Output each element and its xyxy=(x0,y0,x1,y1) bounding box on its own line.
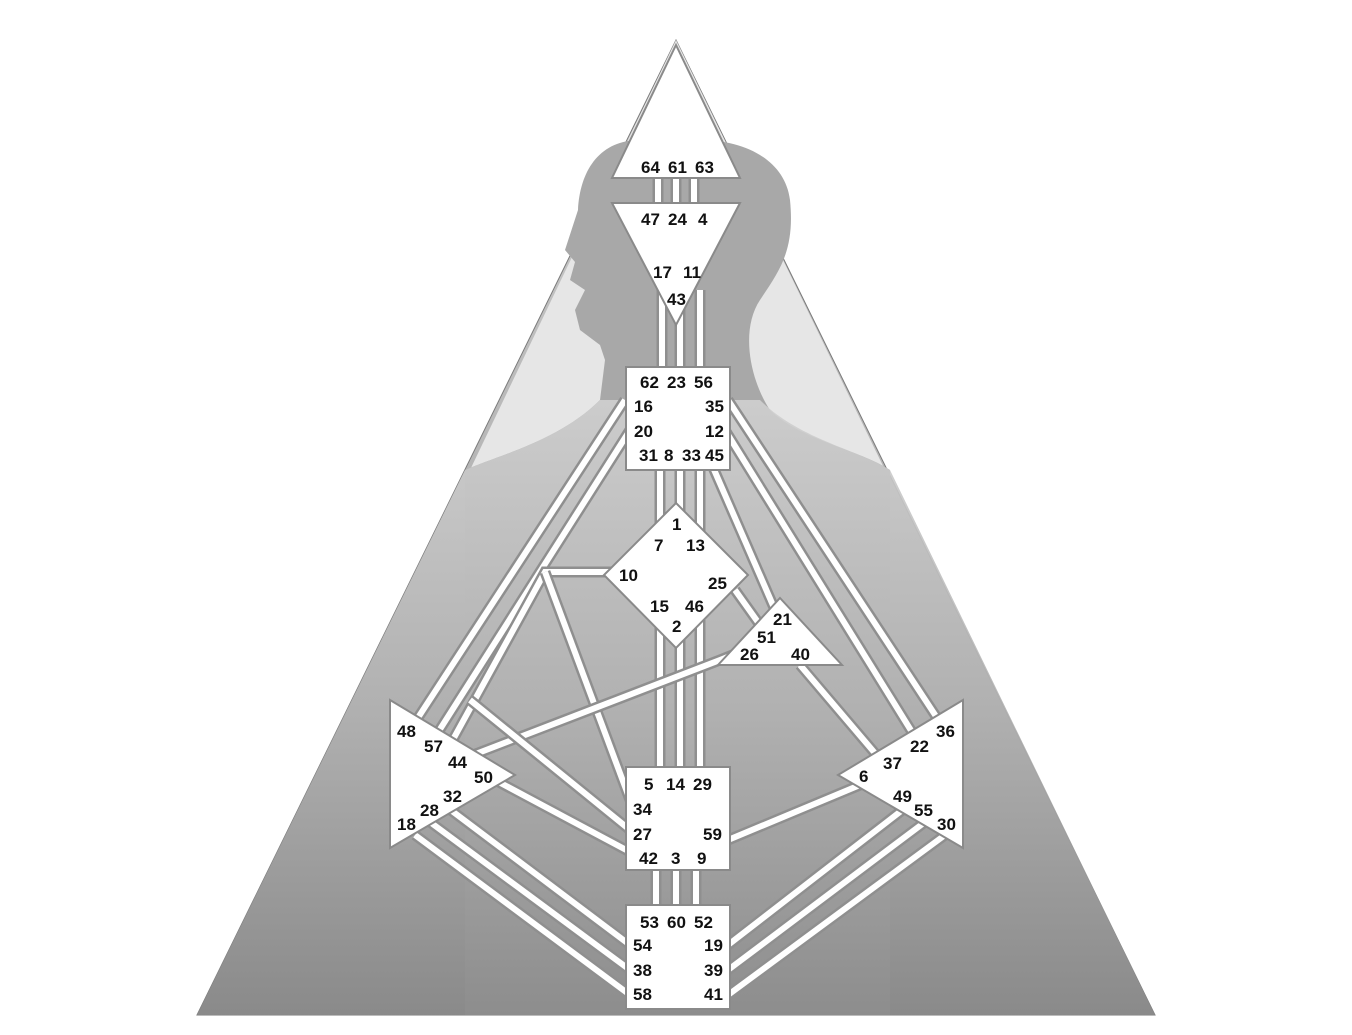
gate-label: 18 xyxy=(397,815,416,834)
gate-label: 55 xyxy=(914,801,933,820)
gate-label: 19 xyxy=(704,936,723,955)
gate-label: 26 xyxy=(740,645,759,664)
gate-label: 41 xyxy=(704,985,723,1004)
gate-label: 42 xyxy=(639,849,658,868)
gate-label: 15 xyxy=(650,597,669,616)
heart-center xyxy=(715,596,845,666)
head-gates: 64 61 63 xyxy=(641,158,714,177)
gate-label: 1 xyxy=(672,515,681,534)
ajna-gates: 47 24 4 17 11 43 xyxy=(641,210,708,309)
gate-label: 63 xyxy=(695,158,714,177)
channels xyxy=(405,178,950,1000)
gate-label: 38 xyxy=(633,961,652,980)
gate-label: 54 xyxy=(633,936,652,955)
gate-label: 62 xyxy=(640,373,659,392)
gate-label: 59 xyxy=(703,825,722,844)
g-center-gates: 1 7 13 10 25 15 46 2 xyxy=(619,515,727,636)
gate-label: 36 xyxy=(936,722,955,741)
gate-label: 37 xyxy=(883,754,902,773)
gate-label: 10 xyxy=(619,566,638,585)
gate-label: 2 xyxy=(672,617,681,636)
ajna-center xyxy=(610,202,742,328)
gate-label: 24 xyxy=(668,210,687,229)
solar-plexus-center xyxy=(836,698,964,850)
throat-center xyxy=(625,366,731,471)
gate-label: 7 xyxy=(654,536,663,555)
gate-label: 21 xyxy=(773,610,792,629)
spleen-gates: 48 57 44 50 32 28 18 xyxy=(397,722,493,834)
gate-label: 9 xyxy=(697,849,706,868)
gate-label: 31 xyxy=(639,446,658,465)
gate-label: 4 xyxy=(698,210,708,229)
gate-label: 45 xyxy=(705,446,724,465)
gate-label: 29 xyxy=(693,775,712,794)
gate-label: 5 xyxy=(644,775,653,794)
gate-label: 46 xyxy=(685,597,704,616)
gate-label: 47 xyxy=(641,210,660,229)
gate-label: 30 xyxy=(937,815,956,834)
root-gates: 53 60 52 54 19 38 39 58 41 xyxy=(633,913,723,1004)
throat-gates: 62 23 56 16 35 20 12 31 8 33 45 xyxy=(634,373,724,465)
gate-label: 58 xyxy=(633,985,652,1004)
gate-label: 23 xyxy=(667,373,686,392)
gate-label: 35 xyxy=(705,397,724,416)
gate-label: 11 xyxy=(683,263,701,282)
sacral-center xyxy=(625,766,731,871)
gate-label: 20 xyxy=(634,422,653,441)
gate-label: 34 xyxy=(633,800,652,819)
gate-label: 28 xyxy=(420,801,439,820)
gate-label: 27 xyxy=(633,825,652,844)
gate-label: 33 xyxy=(682,446,701,465)
gate-label: 22 xyxy=(910,737,929,756)
gate-label: 57 xyxy=(424,737,443,756)
gate-label: 14 xyxy=(666,775,685,794)
gate-label: 64 xyxy=(641,158,660,177)
spleen-center xyxy=(389,698,517,850)
gate-label: 16 xyxy=(634,397,653,416)
gate-label: 61 xyxy=(668,158,687,177)
gate-label: 40 xyxy=(791,645,810,664)
gate-label: 52 xyxy=(694,913,713,932)
gate-label: 48 xyxy=(397,722,416,741)
gate-label: 53 xyxy=(640,913,659,932)
head-center xyxy=(610,42,742,179)
gate-label: 60 xyxy=(667,913,686,932)
gate-label: 6 xyxy=(859,767,868,786)
gate-label: 17 xyxy=(653,263,672,282)
gate-label: 25 xyxy=(708,574,727,593)
gate-label: 51 xyxy=(757,628,776,647)
gate-label: 39 xyxy=(704,961,723,980)
gate-label: 44 xyxy=(448,753,467,772)
gate-label: 56 xyxy=(694,373,713,392)
root-center xyxy=(625,904,731,1010)
gate-label: 13 xyxy=(686,536,705,555)
gate-label: 12 xyxy=(705,422,724,441)
gate-label: 49 xyxy=(893,787,912,806)
gate-label: 3 xyxy=(671,849,680,868)
gate-label: 50 xyxy=(474,768,493,787)
g-center xyxy=(602,501,750,650)
sacral-gates: 5 14 29 34 27 59 42 3 9 xyxy=(633,775,722,868)
gate-label: 8 xyxy=(664,446,673,465)
heart-gates: 21 51 26 40 xyxy=(740,610,810,664)
gate-label: 43 xyxy=(667,290,686,309)
solar-plexus-gates: 36 22 37 6 49 55 30 xyxy=(859,722,956,834)
gate-label: 32 xyxy=(443,787,462,806)
